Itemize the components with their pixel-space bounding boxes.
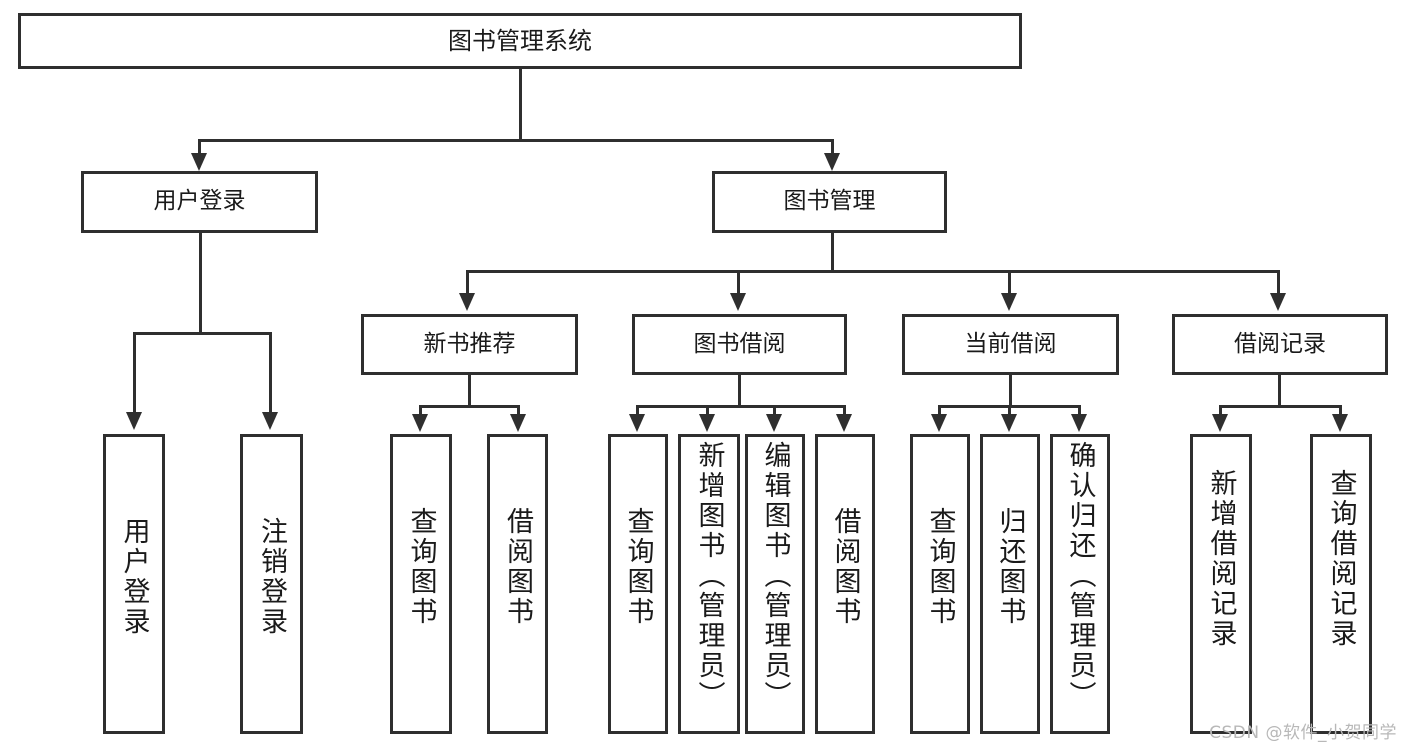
arrowhead-current-borrow [1001,293,1017,311]
node-leaf-user-login[interactable]: 用户登录 [103,434,165,734]
node-leaf-query-record[interactable]: 查询借阅记录 [1310,434,1372,734]
edge-root-to-book-manage [831,139,834,157]
arrowhead-leaf-edit-book [766,414,782,432]
node-user-login[interactable]: 用户登录 [81,171,318,233]
node-book-manage-label: 图书管理 [783,188,876,215]
edge-bb-drop-1 [636,405,639,417]
arrowhead-leaf-add-record [1212,414,1228,432]
node-leaf-query-book-3[interactable]: 查询图书 [910,434,970,734]
edge-borrow-record-stem [1278,375,1281,407]
node-leaf-logout[interactable]: 注销登录 [240,434,303,734]
node-current-borrow[interactable]: 当前借阅 [902,314,1119,375]
edge-new-book-rec-bar [419,405,520,408]
node-leaf-return-book-label: 归还图书 [994,507,1026,627]
arrowhead-user-login [191,153,207,171]
arrowhead-leaf-user-login [126,412,142,430]
arrowhead-leaf-borrow-book-1 [510,414,526,432]
edge-book-borrow-bar [636,405,844,408]
edge-bm-drop-4 [1277,270,1280,296]
node-leaf-query-record-label: 查询借阅记录 [1325,469,1357,649]
edge-root-stem [519,69,522,141]
edge-br-drop-2 [1339,405,1342,417]
node-leaf-edit-book-label: 编辑图书（管理员） [759,441,791,711]
edge-cb-drop-1 [938,405,941,417]
edge-bb-drop-3 [773,405,776,417]
edge-bm-drop-3 [1008,270,1011,296]
edge-cb-drop-2 [1008,405,1011,417]
node-leaf-borrow-book-2[interactable]: 借阅图书 [815,434,875,734]
edge-book-borrow-stem [738,375,741,407]
arrowhead-leaf-query-book-1 [412,414,428,432]
edge-cb-drop-3 [1078,405,1081,417]
arrowhead-leaf-borrow-book-2 [836,414,852,432]
edge-user-login-stem [199,233,202,334]
arrowhead-leaf-confirm-return [1071,414,1087,432]
edge-new-book-rec-stem [468,375,471,407]
node-new-book-rec-label: 新书推荐 [423,330,516,357]
edge-br-drop-1 [1219,405,1222,417]
node-leaf-add-record[interactable]: 新增借阅记录 [1190,434,1252,734]
node-leaf-borrow-book-2-label: 借阅图书 [829,507,861,627]
arrowhead-book-borrow [730,293,746,311]
node-user-login-label: 用户登录 [153,188,246,215]
edge-user-login-drop-2 [269,332,272,416]
edge-nbr-drop-1 [419,405,422,417]
arrowhead-leaf-logout [262,412,278,430]
arrowhead-leaf-add-book [699,414,715,432]
arrowhead-leaf-query-book-2 [629,414,645,432]
node-new-book-rec[interactable]: 新书推荐 [361,314,578,375]
node-leaf-user-login-label: 用户登录 [118,517,150,637]
arrowhead-leaf-return-book [1001,414,1017,432]
edge-book-manage-bar [466,270,1280,273]
node-book-borrow-label: 图书借阅 [693,330,786,357]
arrowhead-borrow-record [1270,293,1286,311]
node-leaf-add-record-label: 新增借阅记录 [1205,469,1237,649]
edge-borrow-record-bar [1219,405,1342,408]
edge-user-login-bar [133,332,272,335]
edge-user-login-drop-1 [133,332,136,416]
edge-current-borrow-stem [1009,375,1012,407]
node-book-manage[interactable]: 图书管理 [712,171,947,233]
arrowhead-leaf-query-book-3 [931,414,947,432]
node-root-label: 图书管理系统 [448,26,592,55]
edge-bb-drop-4 [843,405,846,417]
edge-bm-drop-1 [466,270,469,296]
node-book-borrow[interactable]: 图书借阅 [632,314,847,375]
edge-nbr-drop-2 [517,405,520,417]
node-leaf-borrow-book-1-label: 借阅图书 [502,507,533,627]
node-leaf-return-book[interactable]: 归还图书 [980,434,1040,734]
node-leaf-query-book-2-label: 查询图书 [622,507,654,627]
edge-book-manage-stem [831,233,834,272]
node-root[interactable]: 图书管理系统 [18,13,1022,69]
arrowhead-book-manage [824,153,840,171]
edge-bm-drop-2 [737,270,740,296]
arrowhead-leaf-query-record [1332,414,1348,432]
node-leaf-query-book-1-label: 查询图书 [405,507,437,627]
node-leaf-edit-book[interactable]: 编辑图书（管理员） [745,434,805,734]
watermark-text: CSDN @软件_小贺同学 [1209,723,1397,743]
node-current-borrow-label: 当前借阅 [964,330,1057,357]
node-leaf-query-book-2[interactable]: 查询图书 [608,434,668,734]
node-leaf-borrow-book-1[interactable]: 借阅图书 [487,434,548,734]
node-leaf-confirm-return[interactable]: 确认归还（管理员） [1050,434,1110,734]
edge-root-bar [198,139,834,142]
node-leaf-add-book-label: 新增图书（管理员） [693,441,725,711]
node-leaf-query-book-1[interactable]: 查询图书 [390,434,452,734]
node-borrow-record-label: 借阅记录 [1234,330,1326,357]
node-leaf-logout-label: 注销登录 [256,517,287,637]
edge-root-to-user-login [198,139,201,157]
node-leaf-add-book[interactable]: 新增图书（管理员） [678,434,740,734]
node-leaf-query-book-3-label: 查询图书 [924,507,956,627]
node-leaf-confirm-return-label: 确认归还（管理员） [1064,441,1096,711]
edge-bb-drop-2 [706,405,709,417]
node-borrow-record[interactable]: 借阅记录 [1172,314,1388,375]
arrowhead-new-book-rec [459,293,475,311]
